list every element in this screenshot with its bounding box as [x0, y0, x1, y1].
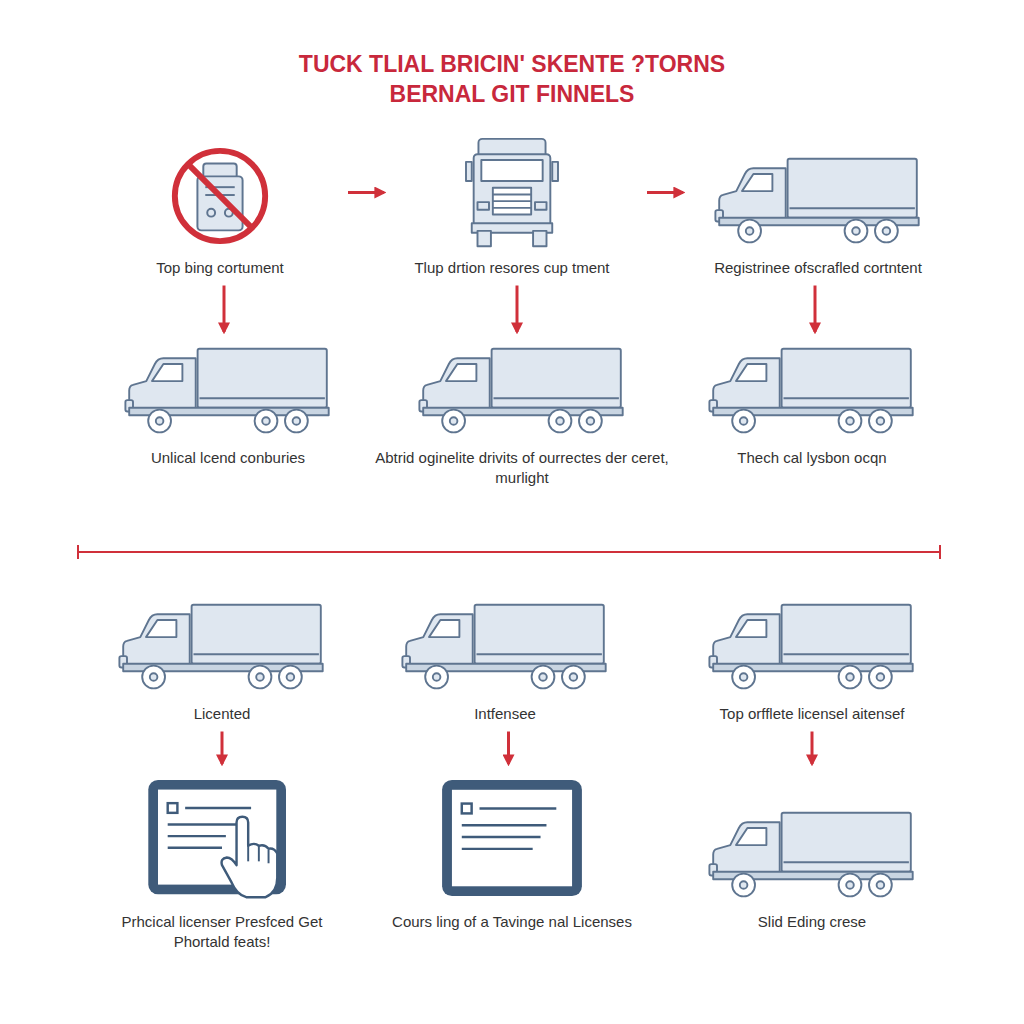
side-icon: [703, 601, 921, 696]
step-node: Top orfflete licensel aitensef: [682, 596, 942, 724]
step-icon: [92, 772, 352, 904]
flow-arrow: [348, 191, 384, 194]
step-node: Prhcical licenser Presfced Get Phortald …: [92, 772, 352, 951]
tablethand-icon: [144, 776, 300, 904]
diagram-title: TUCK TLIAL BRICIN' SKENTE ?TORNS BERNAL …: [282, 50, 742, 110]
flow-arrow: [507, 732, 510, 765]
step-caption: Abtrid oginelite drivits of ourrectes de…: [372, 448, 672, 487]
step-caption: Intfensee: [385, 704, 625, 724]
step-icon: [102, 596, 342, 696]
flow-arrow: [223, 286, 226, 333]
step-caption: Registrinee ofscrafled cortntent: [698, 258, 938, 278]
step-caption: Top bing cortument: [100, 258, 340, 278]
step-caption: Top orfflete licensel aitensef: [682, 704, 942, 724]
step-icon: [100, 135, 340, 250]
step-node: Intfensee: [385, 596, 625, 724]
step-node: Thech cal lysbon ocqn: [692, 340, 932, 468]
step-caption: Slid Eding crese: [682, 912, 942, 932]
step-icon: [385, 596, 625, 696]
side-icon: [703, 809, 921, 904]
side-icon: [119, 345, 337, 440]
step-caption: Prhcical licenser Presfced Get Phortald …: [92, 912, 352, 951]
step-icon: [692, 340, 932, 440]
step-node: Top bing cortument: [100, 135, 340, 278]
side-icon: [413, 345, 631, 440]
flow-arrow: [814, 286, 817, 333]
step-caption: Cours ling of a Tavinge nal Licenses: [382, 912, 642, 932]
step-node: Tlup drtion resores cup tment: [392, 135, 632, 278]
step-icon: [98, 340, 358, 440]
step-node: Slid Eding crese: [682, 772, 942, 932]
flow-arrow: [221, 732, 224, 765]
step-node: Registrinee ofscrafled cortntent: [698, 135, 938, 278]
front-icon: [463, 135, 561, 250]
step-icon: [392, 135, 632, 250]
flow-arrow: [811, 732, 814, 765]
step-caption: Licented: [102, 704, 342, 724]
step-node: Abtrid oginelite drivits of ourrectes de…: [372, 340, 672, 487]
step-node: Unlical lcend conburies: [98, 340, 358, 468]
step-icon: [372, 340, 672, 440]
nosign-icon: [166, 142, 274, 250]
side-icon: [709, 155, 927, 250]
step-node: Licented: [102, 596, 342, 724]
step-icon: [682, 596, 942, 696]
step-caption: Thech cal lysbon ocqn: [692, 448, 932, 468]
side-icon: [396, 601, 614, 696]
step-caption: Tlup drtion resores cup tment: [392, 258, 632, 278]
step-icon: [382, 772, 642, 904]
divider-line: [78, 545, 940, 559]
side-icon: [703, 345, 921, 440]
flow-arrow: [516, 286, 519, 333]
tablet-icon: [436, 776, 588, 904]
step-icon: [698, 135, 938, 250]
step-icon: [682, 772, 942, 904]
step-caption: Unlical lcend conburies: [98, 448, 358, 468]
side-icon: [113, 601, 331, 696]
step-node: Cours ling of a Tavinge nal Licenses: [382, 772, 642, 932]
flow-arrow: [647, 191, 683, 194]
